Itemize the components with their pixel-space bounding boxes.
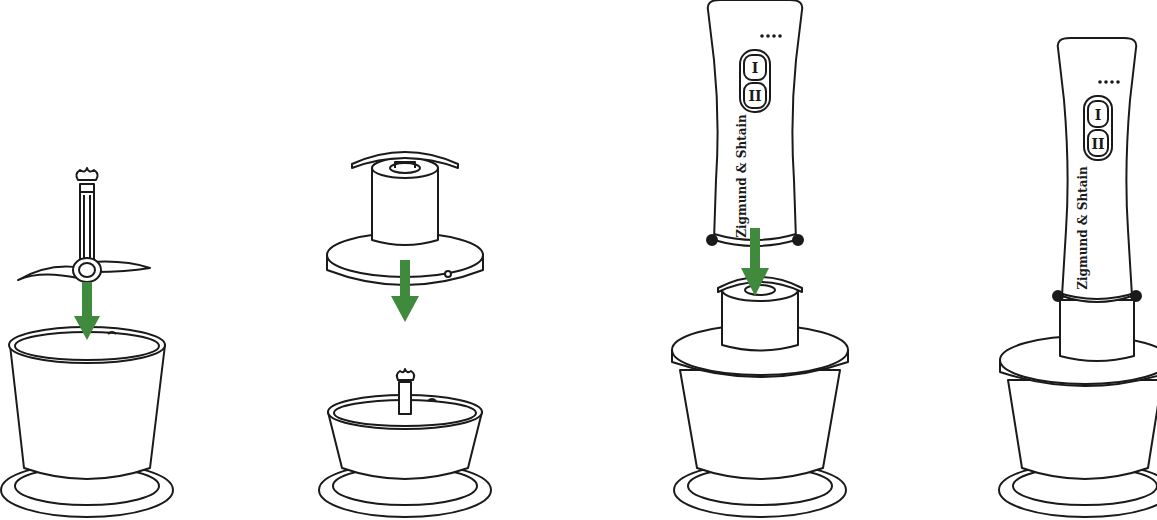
button-label: II — [748, 89, 761, 103]
bowl-1 — [1, 327, 173, 517]
arrow-down — [391, 260, 419, 322]
brand-name: Zigmund & Shtain — [736, 114, 748, 237]
button-label: I — [1095, 108, 1102, 122]
motor-unit — [707, 0, 803, 246]
chopping-blade — [18, 168, 150, 282]
bowl-3 — [672, 277, 848, 517]
motor-unit-assembled — [1053, 38, 1141, 302]
arrow-down — [74, 282, 100, 340]
button-label: I — [752, 61, 759, 75]
bowl-4 — [999, 300, 1157, 517]
bowl-2 — [319, 369, 491, 517]
button-label: II — [1091, 137, 1104, 151]
brand-name: Zigmund & Shtain — [1077, 166, 1089, 289]
arrow-down — [741, 228, 769, 296]
